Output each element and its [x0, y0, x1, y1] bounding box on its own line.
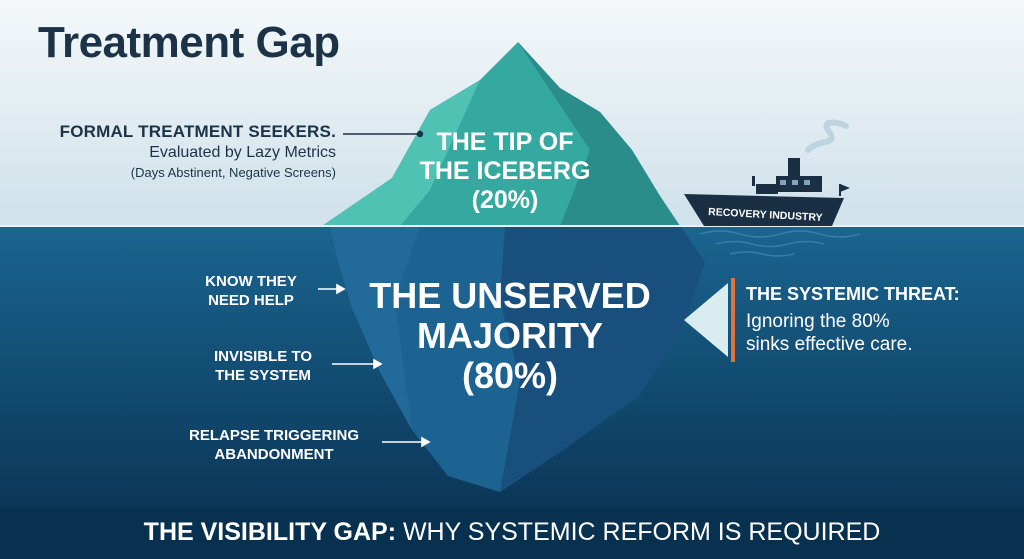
treatment-seekers-metrics: Evaluated by Lazy Metrics: [149, 144, 336, 161]
side-label-line: RELAPSE TRIGGERING: [188, 427, 360, 444]
tip-percent: (20%): [471, 186, 539, 214]
unserved-line-1: THE UNSERVED: [369, 275, 651, 316]
treatment-seekers-examples: (Days Abstinent, Negative Screens): [130, 165, 336, 180]
tip-of-iceberg-label: THE TIP OF THE ICEBERG (20%): [400, 128, 610, 215]
treatment-seekers-label: FORMAL TREATMENT SEEKERS. Evaluated by L…: [60, 122, 336, 180]
side-label-invisible: INVISIBLE TO THE SYSTEM: [196, 347, 330, 385]
side-label-line: KNOW THEY: [205, 273, 297, 290]
threat-triangle-icon: [684, 283, 728, 357]
threat-heading: THE SYSTEMIC THREAT:: [746, 284, 960, 304]
side-label-line: THE SYSTEM: [215, 367, 311, 384]
unserved-line-2: MAJORITY: [416, 315, 603, 356]
tip-line-2: THE ICEBERG: [419, 157, 591, 185]
treatment-seekers-heading: FORMAL TREATMENT SEEKERS.: [59, 122, 336, 141]
ship-label: RECOVERY INDUSTRY: [708, 206, 823, 224]
footer-bold: THE VISIBILITY GAP:: [143, 518, 397, 546]
threat-accent-bar: [731, 278, 735, 362]
footer-banner: THE VISIBILITY GAP: WHY SYSTEMIC REFORM …: [0, 508, 1024, 559]
unserved-majority-label: THE UNSERVED MAJORITY (80%): [360, 276, 660, 396]
side-label-line: INVISIBLE TO: [213, 348, 313, 365]
threat-body: Ignoring the 80% sinks effective care.: [746, 310, 913, 356]
page-title: Treatment Gap: [38, 18, 340, 67]
water-ripples: [699, 230, 861, 257]
footer-rest: WHY SYSTEMIC REFORM IS REQUIRED: [396, 518, 881, 546]
unserved-percent: (80%): [461, 355, 559, 396]
side-label-relapse: RELAPSE TRIGGERING ABANDONMENT: [168, 426, 380, 464]
iceberg-underwater-facet-left: [330, 226, 420, 430]
iceberg-underwater-facet: [500, 226, 705, 492]
side-label-line: NEED HELP: [208, 292, 294, 309]
side-arrows: [318, 283, 431, 448]
ship-icon: RECOVERY INDUSTRY: [684, 119, 850, 226]
tip-line-1: THE TIP OF: [436, 128, 574, 156]
iceberg-tip-facet-left: [322, 80, 480, 226]
iceberg-tip-facet-right: [518, 42, 680, 226]
seekers-connector-dot: [416, 130, 424, 138]
threat-line-1: Ignoring the 80%: [746, 311, 890, 332]
footer-text: THE VISIBILITY GAP: WHY SYSTEMIC REFORM …: [0, 518, 1024, 547]
side-label-know-help: KNOW THEY NEED HELP: [188, 272, 314, 310]
side-label-line: ABANDONMENT: [214, 446, 334, 463]
threat-line-2: sinks effective care.: [746, 334, 913, 355]
